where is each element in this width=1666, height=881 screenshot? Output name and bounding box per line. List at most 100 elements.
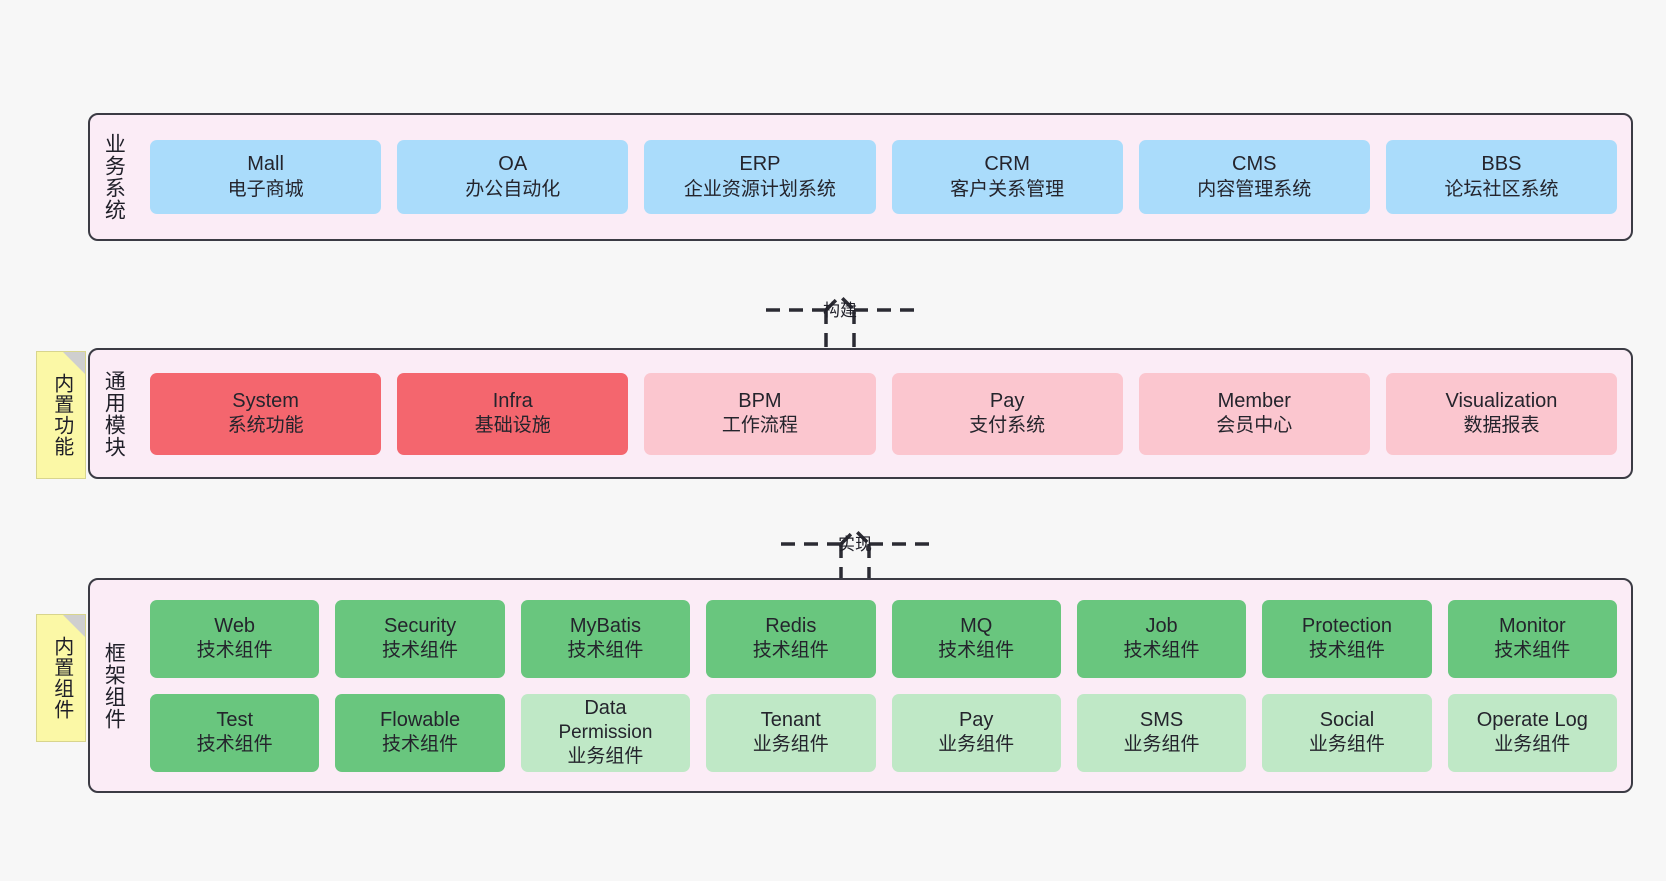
card-title: Tenant bbox=[760, 708, 821, 731]
card-subtitle: 技术组件 bbox=[196, 640, 273, 662]
note-builtin-component: 内置组件 bbox=[36, 614, 86, 742]
component-card-social[interactable]: Social 业务组件 bbox=[1262, 693, 1432, 772]
card-subtitle: 客户关系管理 bbox=[950, 178, 1065, 200]
card-subtitle: 技术组件 bbox=[1494, 640, 1571, 662]
generalization-arrow-build: 构建 bbox=[760, 258, 920, 356]
note-builtin-function: 内置功能 bbox=[36, 351, 86, 479]
module-card-visualization[interactable]: Visualization 数据报表 bbox=[1385, 372, 1618, 455]
module-card-mall[interactable]: Mall 电子商城 bbox=[150, 140, 382, 214]
layer-body-common-module: System 系统功能 Infra 基础设施 BPM 工作流程 Pay 支付系统… bbox=[136, 350, 1631, 477]
card-title: Infra bbox=[492, 389, 533, 412]
component-card-protection[interactable]: Protection 技术组件 bbox=[1262, 599, 1432, 678]
card-title: Protection bbox=[1301, 614, 1392, 637]
card-subtitle: 技术组件 bbox=[1123, 640, 1200, 662]
module-card-system[interactable]: System 系统功能 bbox=[150, 372, 382, 455]
component-card-redis[interactable]: Redis 技术组件 bbox=[706, 599, 876, 678]
module-card-oa[interactable]: OA 办公自动化 bbox=[397, 140, 629, 214]
folded-corner-icon bbox=[63, 615, 85, 637]
card-subtitle: 会员中心 bbox=[1216, 415, 1293, 437]
module-card-bpm[interactable]: BPM 工作流程 bbox=[644, 372, 876, 455]
layer-title-framework-component: 框架组件 bbox=[102, 641, 126, 730]
module-card-erp[interactable]: ERP 企业资源计划系统 bbox=[644, 140, 876, 214]
card-subtitle: 技术组件 bbox=[567, 640, 644, 662]
layer-framework-component: 框架组件 Web 技术组件 Security 技术组件 MyBatis 技术组件… bbox=[88, 578, 1633, 793]
card-subtitle: 业务组件 bbox=[1123, 734, 1200, 756]
layer-business-system: 业务系统 Mall 电子商城 OA 办公自动化 ERP 企业资源计划系统 CRM… bbox=[88, 113, 1633, 241]
component-card-operate-log[interactable]: Operate Log 业务组件 bbox=[1447, 693, 1617, 772]
card-title: Security bbox=[383, 614, 457, 637]
card-subtitle: 数据报表 bbox=[1463, 415, 1540, 437]
component-card-security[interactable]: Security 技术组件 bbox=[335, 599, 505, 678]
card-title: Pay bbox=[958, 708, 994, 731]
card-title: BPM bbox=[738, 389, 782, 412]
card-title: Data bbox=[584, 696, 627, 719]
layer-title-business-system: 业务系统 bbox=[102, 133, 126, 221]
card-subtitle: 业务组件 bbox=[938, 734, 1015, 756]
module-card-bbs[interactable]: BBS 论坛社区系统 bbox=[1385, 140, 1618, 214]
card-title: Pay bbox=[989, 389, 1025, 412]
card-title: Social bbox=[1319, 708, 1375, 731]
card-title: Job bbox=[1145, 614, 1178, 637]
card-title: Mall bbox=[247, 153, 284, 176]
component-card-web[interactable]: Web 技术组件 bbox=[150, 599, 320, 678]
card-subtitle: 业务组件 bbox=[567, 746, 644, 768]
component-card-pay[interactable]: Pay 业务组件 bbox=[891, 693, 1061, 772]
card-subtitle: 业务组件 bbox=[1308, 734, 1385, 756]
card-title: Member bbox=[1217, 389, 1291, 412]
card-title: BBS bbox=[1481, 153, 1522, 176]
component-card-monitor[interactable]: Monitor 技术组件 bbox=[1447, 599, 1617, 678]
card-title: MyBatis bbox=[569, 614, 641, 637]
module-card-pay[interactable]: Pay 支付系统 bbox=[891, 372, 1123, 455]
card-subtitle: 系统功能 bbox=[227, 415, 304, 437]
card-title: SMS bbox=[1139, 708, 1184, 731]
module-card-crm[interactable]: CRM 客户关系管理 bbox=[891, 140, 1123, 214]
module-card-member[interactable]: Member 会员中心 bbox=[1138, 372, 1370, 455]
module-card-cms[interactable]: CMS 内容管理系统 bbox=[1138, 140, 1370, 214]
card-row: Web 技术组件 Security 技术组件 MyBatis 技术组件 Redi… bbox=[150, 599, 1617, 678]
card-subtitle: 企业资源计划系统 bbox=[683, 178, 836, 200]
card-title: Web bbox=[214, 614, 256, 637]
component-card-test[interactable]: Test 技术组件 bbox=[150, 693, 320, 772]
card-subtitle: 工作流程 bbox=[721, 415, 798, 437]
component-card-tenant[interactable]: Tenant 业务组件 bbox=[706, 693, 876, 772]
component-card-data-permission[interactable]: Data Permission 业务组件 bbox=[520, 693, 691, 772]
note-label: 内置功能 bbox=[50, 373, 73, 457]
layer-common-module: 通用模块 System 系统功能 Infra 基础设施 BPM 工作流程 Pay… bbox=[88, 348, 1633, 479]
card-subtitle: 论坛社区系统 bbox=[1444, 178, 1559, 200]
card-title-cont: Permission bbox=[558, 722, 653, 744]
arrow-label-implement: 实现 bbox=[838, 535, 872, 554]
arrow-label-build: 构建 bbox=[823, 301, 857, 320]
card-row: Test 技术组件 Flowable 技术组件 Data Permission … bbox=[150, 693, 1617, 772]
component-card-job[interactable]: Job 技术组件 bbox=[1076, 599, 1247, 678]
card-title: Operate Log bbox=[1476, 708, 1588, 731]
generalization-arrow-implement: 实现 bbox=[775, 492, 935, 590]
layer-title-common-module: 通用模块 bbox=[102, 369, 126, 458]
card-subtitle: 技术组件 bbox=[382, 734, 459, 756]
card-subtitle: 技术组件 bbox=[382, 640, 459, 662]
card-title: CRM bbox=[984, 153, 1030, 176]
card-subtitle: 内容管理系统 bbox=[1197, 178, 1312, 200]
card-subtitle: 支付系统 bbox=[969, 415, 1046, 437]
component-card-sms[interactable]: SMS 业务组件 bbox=[1076, 693, 1247, 772]
card-title: System bbox=[232, 389, 299, 412]
card-title: ERP bbox=[739, 153, 781, 176]
card-subtitle: 电子商城 bbox=[227, 178, 304, 200]
card-title: MQ bbox=[960, 614, 993, 637]
card-title: Flowable bbox=[380, 708, 461, 731]
card-title: Monitor bbox=[1498, 614, 1566, 637]
component-card-flowable[interactable]: Flowable 技术组件 bbox=[335, 693, 505, 772]
card-row: System 系统功能 Infra 基础设施 BPM 工作流程 Pay 支付系统… bbox=[150, 372, 1618, 455]
component-card-mq[interactable]: MQ 技术组件 bbox=[891, 599, 1061, 678]
component-card-mybatis[interactable]: MyBatis 技术组件 bbox=[520, 599, 691, 678]
layer-body-business-system: Mall 电子商城 OA 办公自动化 ERP 企业资源计划系统 CRM 客户关系… bbox=[136, 115, 1631, 239]
note-label: 内置组件 bbox=[50, 636, 73, 720]
layer-body-framework-component: Web 技术组件 Security 技术组件 MyBatis 技术组件 Redi… bbox=[136, 580, 1631, 791]
module-card-infra[interactable]: Infra 基础设施 bbox=[397, 372, 629, 455]
card-title: OA bbox=[498, 153, 528, 176]
card-subtitle: 技术组件 bbox=[196, 734, 273, 756]
card-title: CMS bbox=[1232, 153, 1277, 176]
card-title: Redis bbox=[765, 614, 817, 637]
card-subtitle: 技术组件 bbox=[1308, 640, 1385, 662]
card-subtitle: 技术组件 bbox=[752, 640, 829, 662]
